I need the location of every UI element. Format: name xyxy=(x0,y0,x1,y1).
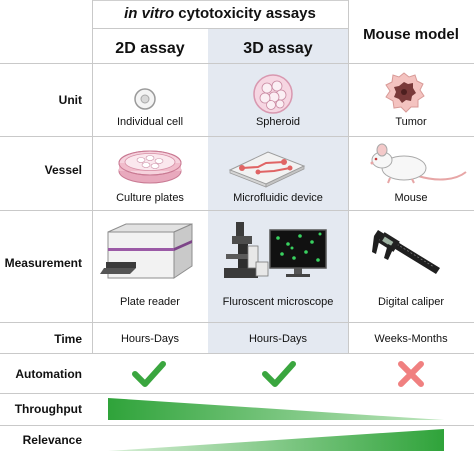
header-divider xyxy=(92,28,348,29)
measurement-3d-label: Fluroscent microscope xyxy=(222,296,334,308)
column-divider xyxy=(348,0,349,353)
relevance-gradient-wedge xyxy=(108,429,444,451)
row-label-throughput: Throughput xyxy=(14,402,82,416)
spheroid-icon xyxy=(253,74,293,114)
unit-mouse-label: Tumor xyxy=(395,116,427,128)
unit-2d-label: Individual cell xyxy=(116,116,184,128)
column-divider xyxy=(92,0,93,353)
column-header-2d: 2D assay xyxy=(115,40,185,57)
culture-plate-icon xyxy=(118,150,182,184)
mouse-icon xyxy=(370,143,467,184)
check-icon xyxy=(262,361,296,387)
header-top-border xyxy=(92,0,348,1)
microfluidic-device-icon xyxy=(228,151,306,188)
row-divider xyxy=(0,136,474,137)
time-3d-value: Hours-Days xyxy=(248,333,308,345)
time-2d-value: Hours-Days xyxy=(120,333,180,345)
row-label-unit: Unit xyxy=(58,93,82,107)
individual-cell-icon xyxy=(134,88,156,110)
row-label-relevance: Relevance xyxy=(22,433,82,447)
fluorescent-microscope-icon xyxy=(224,222,327,278)
column-header-3d: 3D assay xyxy=(243,40,313,57)
in-vitro-header: in vitro cytotoxicity assays xyxy=(124,5,316,22)
time-mouse-value: Weeks-Months xyxy=(374,333,448,345)
cross-icon xyxy=(398,361,424,387)
throughput-gradient-wedge xyxy=(108,398,444,420)
row-label-automation: Automation xyxy=(15,367,82,381)
check-icon xyxy=(132,361,166,387)
column-header-mouse: Mouse model xyxy=(363,26,459,43)
digital-caliper-icon xyxy=(372,230,440,274)
vessel-3d-label: Microfluidic device xyxy=(233,192,323,204)
tumor-icon xyxy=(385,72,425,113)
row-label-vessel: Vessel xyxy=(44,163,82,177)
measurement-2d-label: Plate reader xyxy=(120,296,180,308)
vessel-2d-label: Culture plates xyxy=(116,192,184,204)
row-divider xyxy=(0,393,474,394)
row-divider xyxy=(0,63,474,64)
row-divider xyxy=(0,322,474,323)
row-label-time: Time xyxy=(54,332,82,346)
row-divider xyxy=(0,353,474,354)
row-divider xyxy=(0,210,474,211)
vessel-mouse-label: Mouse xyxy=(394,192,428,204)
row-divider xyxy=(0,425,474,426)
unit-3d-label: Spheroid xyxy=(255,116,301,128)
plate-reader-icon xyxy=(100,223,193,279)
row-label-measurement: Measurement xyxy=(4,256,82,270)
measurement-mouse-label: Digital caliper xyxy=(377,296,445,308)
